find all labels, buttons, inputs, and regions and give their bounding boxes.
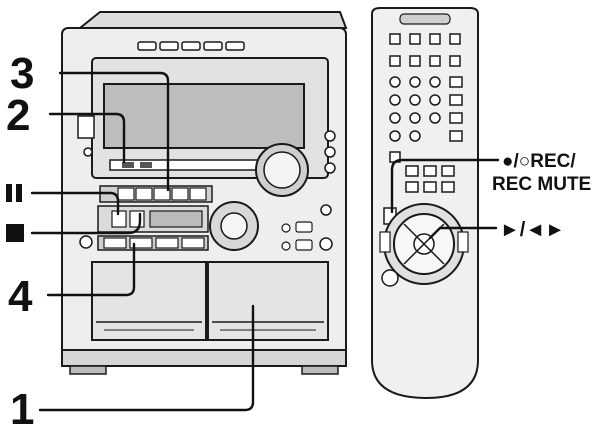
cassette-deck-left (92, 262, 206, 340)
cassette-deck-right (208, 262, 328, 340)
power-button (78, 116, 94, 138)
pause-icon (6, 184, 22, 202)
callout-4: 4 (8, 272, 33, 321)
top-button-row (138, 42, 244, 50)
callout-1: 1 (10, 385, 34, 434)
remote-body (372, 8, 478, 398)
callout-rec-line2: REC MUTE (492, 174, 591, 195)
callout-rec-line1: ●/○REC/ (502, 151, 576, 172)
phones-jack (80, 236, 92, 248)
callout-2: 2 (6, 91, 30, 140)
display-window (104, 84, 304, 148)
unit-top (80, 12, 346, 28)
callout-play: ►/◄► (500, 219, 565, 241)
stop-icon (6, 224, 24, 242)
unit-base (62, 350, 346, 366)
remote-control (372, 8, 478, 398)
left-indicator (84, 148, 92, 156)
